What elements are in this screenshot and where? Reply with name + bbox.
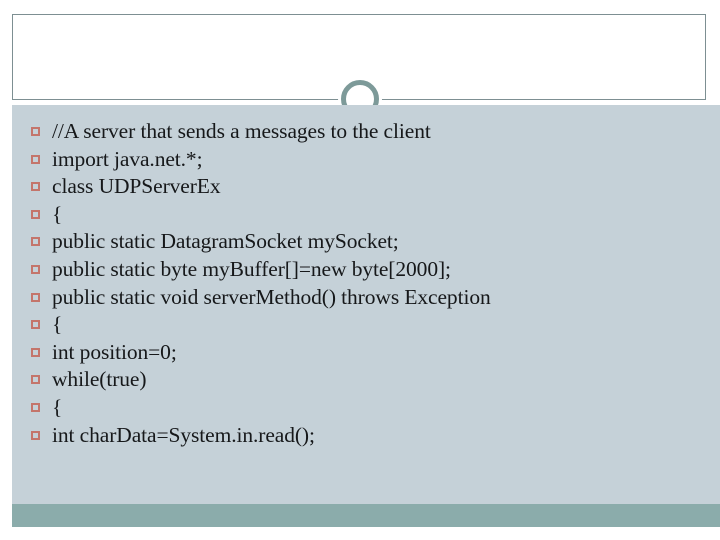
square-bullet-icon: [31, 154, 40, 164]
bullet-list: //A server that sends a messages to the …: [30, 118, 712, 449]
list-item-text: //A server that sends a messages to the …: [52, 119, 431, 143]
list-item-text: import java.net.*;: [52, 146, 203, 171]
list-item-text: {: [52, 201, 63, 226]
square-bullet-icon: [31, 402, 40, 412]
square-bullet-icon: [31, 209, 40, 219]
square-bullet-icon: [31, 347, 40, 357]
square-bullet-icon: [31, 127, 40, 136]
content-placeholder[interactable]: //A server that sends a messages to the …: [12, 105, 720, 504]
list-item[interactable]: {: [30, 201, 712, 229]
list-item[interactable]: while(true): [30, 366, 712, 394]
list-item[interactable]: int charData=System.in.read();: [30, 422, 712, 450]
list-item-text: int position=0;: [52, 339, 177, 364]
list-item-text: while(true): [52, 367, 147, 392]
square-bullet-icon: [31, 430, 40, 440]
list-item-text: {: [52, 394, 63, 419]
square-bullet-icon: [31, 375, 40, 385]
list-item-text: public static DatagramSocket mySocket;: [52, 229, 399, 254]
list-item-text: class UDPServerEx: [52, 174, 221, 199]
list-item[interactable]: class UDPServerEx: [30, 173, 712, 201]
square-bullet-icon: [31, 237, 40, 247]
list-item-text: public static void serverMethod() throws…: [52, 284, 491, 309]
list-item[interactable]: //A server that sends a messages to the …: [30, 118, 712, 146]
list-item[interactable]: int position=0;: [30, 339, 712, 367]
square-bullet-icon: [31, 182, 40, 192]
list-item[interactable]: import java.net.*;: [30, 146, 712, 174]
square-bullet-icon: [31, 264, 40, 274]
list-item[interactable]: {: [30, 311, 712, 339]
list-item[interactable]: public static byte myBuffer[]=new byte[2…: [30, 256, 712, 284]
list-item[interactable]: public static DatagramSocket mySocket;: [30, 228, 712, 256]
list-item[interactable]: public static void serverMethod() throws…: [30, 284, 712, 312]
list-item[interactable]: {: [30, 394, 712, 422]
square-bullet-icon: [31, 320, 40, 330]
list-item-text: int charData=System.in.read();: [52, 422, 315, 447]
list-item-text: public static byte myBuffer[]=new byte[2…: [52, 256, 451, 281]
list-item-text: {: [52, 312, 63, 337]
footer-accent-bar: [12, 504, 720, 527]
square-bullet-icon: [31, 292, 40, 302]
